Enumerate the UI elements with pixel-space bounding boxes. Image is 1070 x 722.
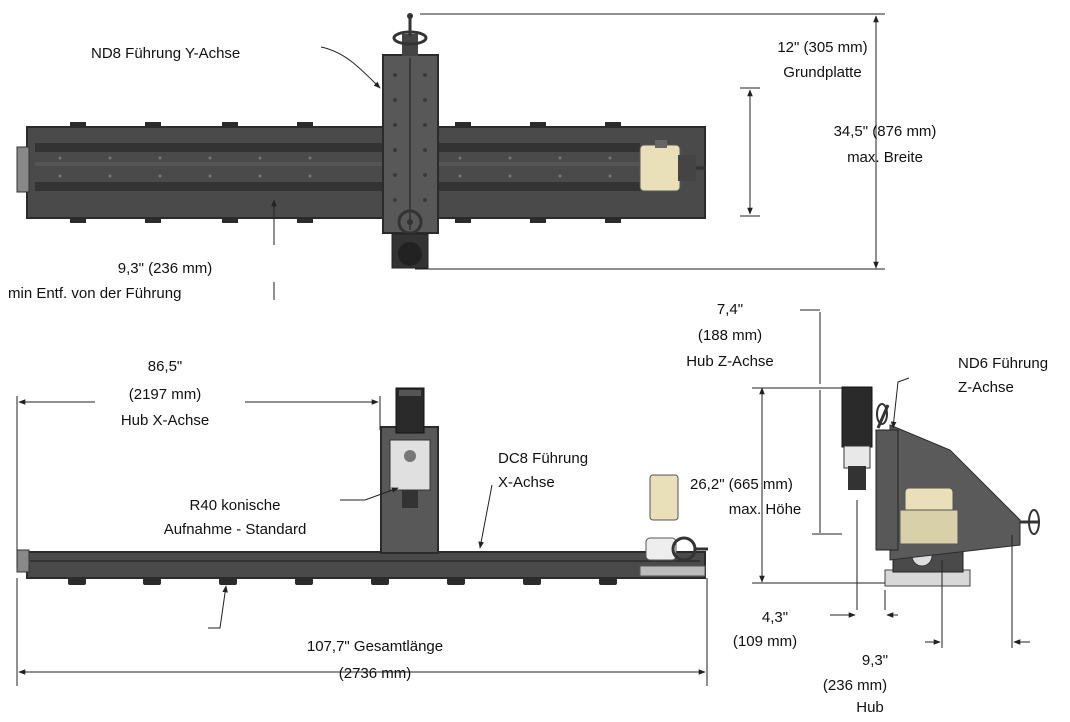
z-travel-value: 7,4" [716, 301, 744, 318]
handwheel-icon [876, 403, 890, 429]
total-length-value: 107,7" Gesamtlänge [306, 638, 444, 655]
z-slide-front [389, 439, 431, 491]
rail-mid [35, 162, 640, 166]
motor-icon [391, 233, 429, 269]
base-width-caption: Grundplatte [783, 64, 862, 81]
x-rail-label: DC8 Führung [498, 450, 589, 467]
top-view [16, 13, 706, 269]
x-travel-caption: Hub X-Achse [120, 412, 210, 429]
spindle-nose [404, 450, 416, 462]
side-drive-motor [899, 487, 959, 545]
max-width-caption: max. Breite [847, 149, 923, 166]
min-distance-caption: min Entf. von der Führung [8, 285, 182, 302]
side-view [841, 386, 1040, 587]
x-drive-motor-top [639, 140, 706, 192]
y-rail-label: ND8 Führung Y-Achse [91, 45, 241, 62]
clamp-pads-front [68, 578, 617, 585]
x-travel-value: 86,5" [147, 358, 183, 375]
spindle-label: R40 konische [189, 497, 281, 514]
spindle-caption: Aufnahme - Standard [163, 521, 307, 538]
front-view [16, 387, 708, 585]
stroke-value: 9,3" [861, 652, 889, 669]
max-height-caption: max. Höhe [728, 501, 802, 518]
offset-metric: (109 mm) [732, 633, 798, 650]
side-dimensions [752, 309, 1030, 648]
z-rail-caption: Z-Achse [958, 379, 1014, 396]
handwheel-icon [397, 209, 423, 235]
tool-holder-front [402, 490, 418, 508]
clamp-pads-top [70, 122, 621, 223]
max-height-value: 26,2" (665 mm) [690, 476, 793, 493]
x-drive-motor-front [645, 474, 708, 562]
z-travel-caption: Hub Z-Achse [686, 353, 774, 370]
y-carriage-holes [393, 73, 427, 202]
motor-icon [841, 386, 873, 490]
z-rail-label: ND6 Führung [958, 355, 1049, 372]
max-width-value: 34,5" (876 mm) [833, 123, 937, 140]
min-distance-value: 9,3" (236 mm) [117, 260, 213, 277]
motor-icon [395, 387, 425, 434]
top-dimensions [271, 13, 885, 300]
base-plate-front [26, 551, 706, 579]
front-dimensions [16, 396, 708, 686]
left-endcap [16, 146, 30, 193]
x-rail-caption: X-Achse [498, 474, 555, 491]
handwheel-icon [1020, 509, 1040, 535]
base-plate-top [26, 126, 706, 219]
stroke-metric: (236 mm) [822, 677, 888, 694]
offset-value: 4,3" [761, 609, 789, 626]
stroke-caption: Hub [856, 699, 884, 716]
rail-upper [35, 143, 640, 152]
rail-lower [35, 182, 640, 191]
side-column [875, 429, 899, 551]
handwheel-icon [392, 13, 428, 56]
left-endcap-front [16, 549, 30, 573]
total-length-metric: (2736 mm) [338, 665, 412, 682]
x-travel-metric: (2197 mm) [128, 386, 202, 403]
right-end-block-front [639, 565, 706, 577]
base-width-value: 12" (305 mm) [777, 39, 868, 56]
bolt-dots-top [58, 156, 612, 178]
z-travel-metric: (188 mm) [697, 327, 763, 344]
